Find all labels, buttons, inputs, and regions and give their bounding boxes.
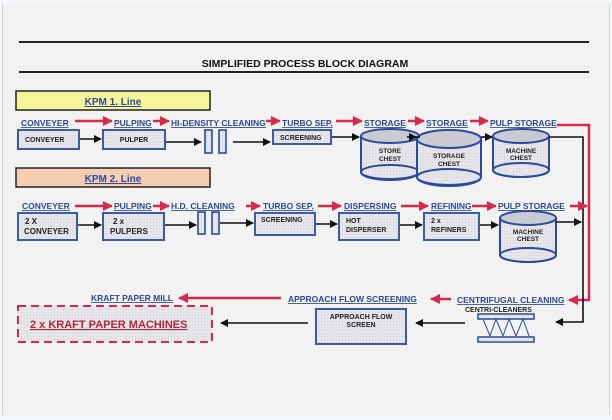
svg-text:CHEST: CHEST bbox=[517, 236, 539, 243]
svg-text:MACHINE: MACHINE bbox=[513, 229, 544, 236]
svg-text:SCREENING: SCREENING bbox=[280, 135, 322, 142]
svg-text:CONVEYER: CONVEYER bbox=[25, 137, 64, 144]
l1-red-arrows bbox=[75, 116, 591, 305]
svg-text:CHEST: CHEST bbox=[510, 155, 532, 162]
svg-text:KPM 2. Line: KPM 2. Line bbox=[85, 174, 142, 185]
l2-label-pulp-storage: PULP STORAGE bbox=[498, 201, 565, 211]
svg-text:CONVEYER: CONVEYER bbox=[24, 227, 69, 236]
svg-text:MACHINE: MACHINE bbox=[506, 148, 537, 155]
kpm2-header: KPM 2. Line bbox=[15, 167, 211, 188]
svg-text:PULPER: PULPER bbox=[120, 137, 148, 144]
l2-label-turbo-sep: TURBO SEP. bbox=[263, 201, 314, 211]
l1-label-turbo-sep: TURBO SEP. bbox=[282, 118, 333, 128]
svg-text:APPROACH FLOW: APPROACH FLOW bbox=[330, 314, 393, 321]
l2-hd-cleaner-icon bbox=[197, 211, 220, 235]
l1-pulper-box: PULPER bbox=[102, 129, 166, 150]
l2-disperser-box: HOT DISPERSER bbox=[338, 212, 400, 241]
label-kraft-paper-mill: KRAFT PAPER MILL bbox=[91, 293, 173, 303]
l2-label-refining: REFINING bbox=[431, 201, 472, 211]
l2-machine-chest: MACHINE CHEST bbox=[499, 210, 557, 263]
l1-screening-box: SCREENING bbox=[272, 129, 332, 145]
diagram-page: SIMPLIFIED PROCESS BLOCK DIAGRAM KPM 1. … bbox=[2, 3, 610, 415]
svg-text:2 x KRAFT PAPER MACHINES: 2 x KRAFT PAPER MACHINES bbox=[30, 319, 187, 331]
l1-hd-cleaner-icon bbox=[204, 129, 227, 154]
bottom-rule bbox=[19, 71, 589, 73]
svg-text:REFINERS: REFINERS bbox=[431, 227, 467, 234]
l1-label-hd-cleaning: HI-DENSITY CLEANING bbox=[171, 118, 266, 128]
kpm1-header: KPM 1. Line bbox=[15, 90, 211, 111]
label-approach-flow-screening: APPROACH FLOW SCREENING bbox=[288, 294, 417, 304]
l1-store-chest: STORE CHEST bbox=[360, 128, 420, 181]
l2-label-hd-cleaning: H.D. CLEANING bbox=[171, 201, 235, 211]
svg-text:2 X: 2 X bbox=[25, 217, 38, 226]
svg-text:PULPERS: PULPERS bbox=[110, 227, 148, 236]
l2-black-arrows bbox=[78, 218, 582, 229]
svg-text:HOT: HOT bbox=[346, 218, 362, 225]
centri-cleaners-icon bbox=[477, 313, 535, 343]
l2-pulpers-box: 2 x PULPERS bbox=[102, 212, 165, 241]
process-diagram: SIMPLIFIED PROCESS BLOCK DIAGRAM KPM 1. … bbox=[15, 41, 591, 345]
l1-machine-chest: MACHINE CHEST bbox=[492, 128, 550, 178]
l2-conveyer-box: 2 X CONVEYER bbox=[17, 212, 78, 241]
page-title: SIMPLIFIED PROCESS BLOCK DIAGRAM bbox=[202, 58, 409, 70]
svg-text:DISPERSER: DISPERSER bbox=[346, 227, 386, 234]
l1-storage-chest: STORAGE CHEST bbox=[416, 129, 482, 187]
svg-text:KPM 1. Line: KPM 1. Line bbox=[85, 97, 142, 108]
svg-text:2 x: 2 x bbox=[113, 217, 125, 226]
centri-cleaners-label: CENTRI-CLEANERS bbox=[465, 307, 532, 314]
l2-label-conveyer: CONVEYER bbox=[22, 201, 70, 211]
l1-label-pulping: PULPING bbox=[114, 118, 152, 128]
l1-label-conveyer: CONVEYER bbox=[21, 118, 69, 128]
svg-text:2 x: 2 x bbox=[431, 218, 441, 225]
svg-text:STORAGE: STORAGE bbox=[433, 153, 466, 160]
svg-text:CHEST: CHEST bbox=[379, 156, 401, 163]
l1-black-arrows bbox=[80, 133, 584, 326]
kraft-paper-machines-output: 2 x KRAFT PAPER MACHINES bbox=[17, 305, 213, 343]
svg-text:SCREENING: SCREENING bbox=[261, 217, 303, 224]
l2-screening-box: SCREENING bbox=[254, 212, 316, 236]
svg-text:STORE: STORE bbox=[379, 148, 402, 155]
final-red-arrows bbox=[178, 293, 451, 304]
l2-refiners-box: 2 x REFINERS bbox=[423, 212, 480, 241]
top-rule bbox=[19, 41, 589, 43]
l1-conveyer-box: CONVEYER bbox=[17, 129, 80, 150]
svg-text:SCREEN: SCREEN bbox=[346, 322, 375, 329]
label-centrifugal-cleaning: CENTRIFUGAL CLEANING bbox=[457, 295, 565, 305]
l2-label-dispersing: DISPERSING bbox=[344, 201, 397, 211]
l1-label-pulp-storage: PULP STORAGE bbox=[490, 118, 557, 128]
l1-label-storage-2: STORAGE bbox=[426, 118, 468, 128]
l1-label-storage-1: STORAGE bbox=[364, 118, 406, 128]
svg-text:CHEST: CHEST bbox=[438, 161, 460, 168]
l2-label-pulping: PULPING bbox=[114, 201, 152, 211]
approach-flow-screen-box: APPROACH FLOW SCREEN bbox=[315, 308, 407, 345]
